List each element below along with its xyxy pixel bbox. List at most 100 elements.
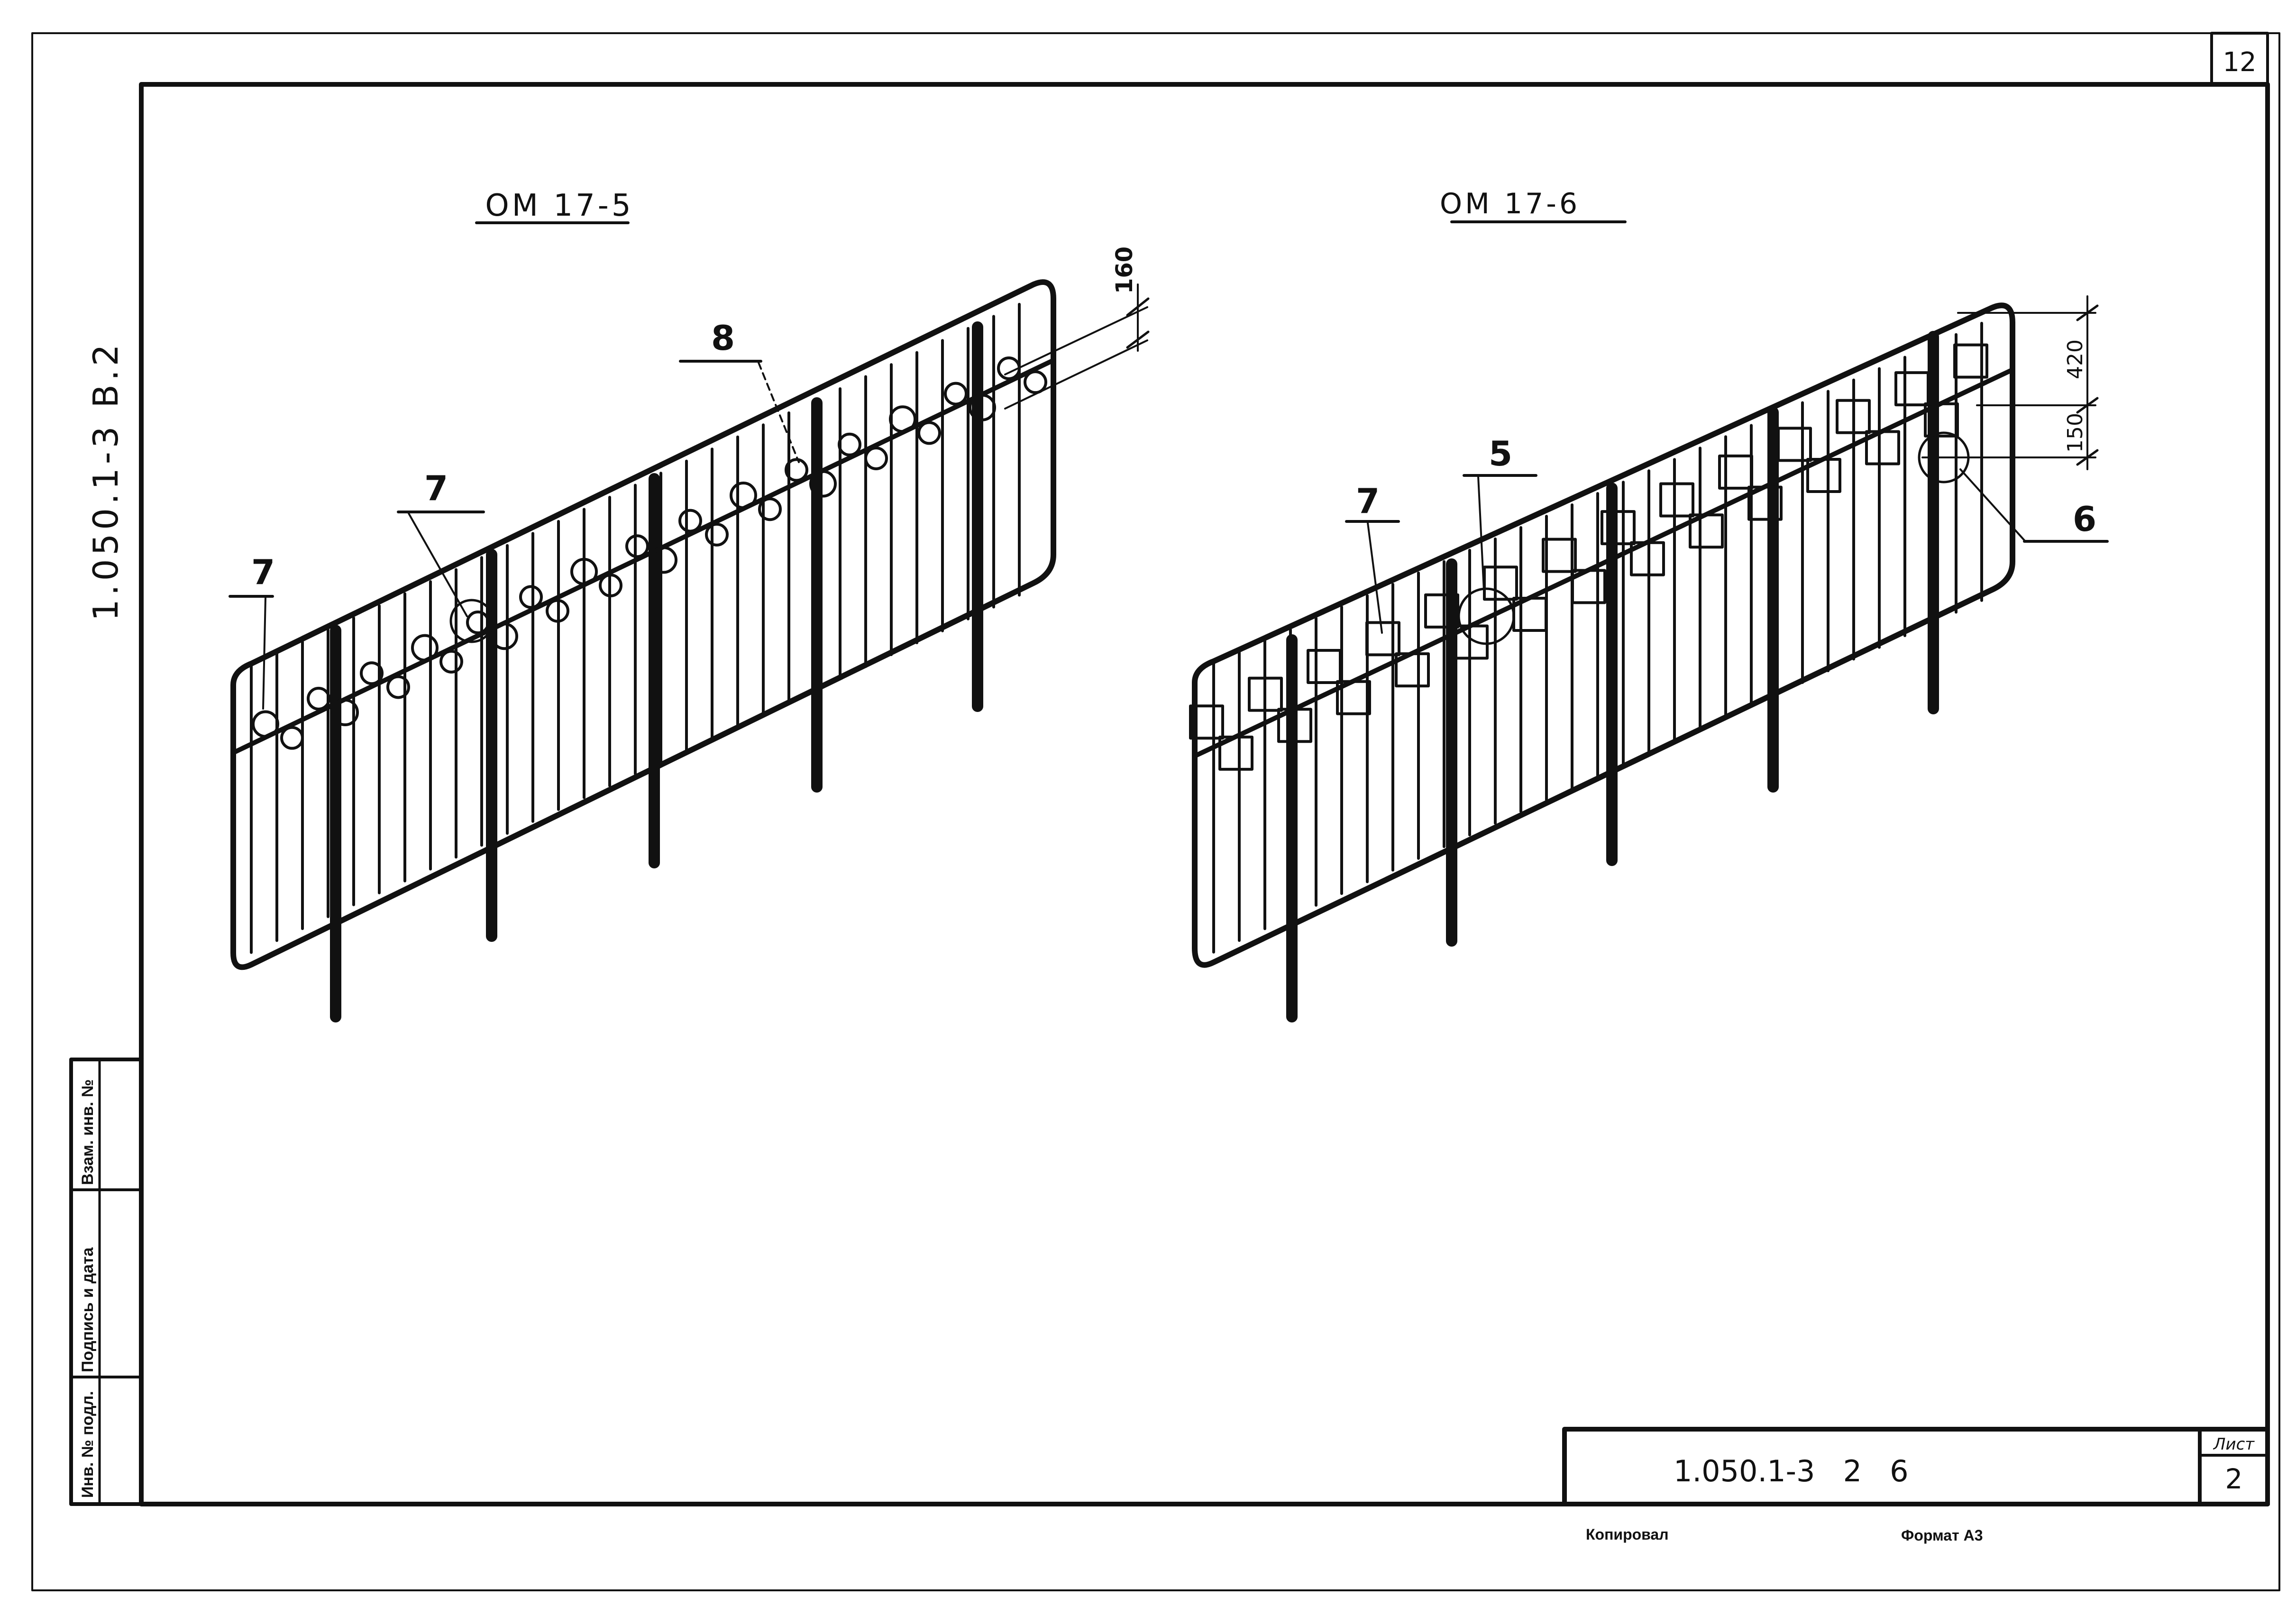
stamp-columns: Инв. № подл. Подпись и дата Взам. инв. № [69, 1058, 143, 1506]
right-square-plate [1307, 649, 1342, 684]
right-square-plate [1248, 676, 1283, 712]
left-view-title: OM 17-5 [485, 188, 633, 223]
footer-copied: Копировал [1586, 1526, 1669, 1543]
left-ring [570, 557, 598, 585]
right-square-plates [1189, 343, 1988, 771]
right-square-plate [1953, 343, 1988, 379]
right-callout-5-leader [1477, 475, 1485, 591]
corner-number-box: 12 [2210, 32, 2269, 86]
left-ring [546, 599, 569, 623]
left-ring [969, 393, 996, 421]
right-square-plate [1424, 593, 1459, 629]
left-ring [252, 710, 279, 738]
left-ring [519, 585, 543, 609]
left-callout-8: 8 [711, 318, 735, 358]
right-square-plate [1454, 624, 1489, 660]
inner-frame [139, 82, 2270, 1506]
left-ring [625, 534, 649, 558]
right-view-title: OM 17-6 [1440, 187, 1580, 220]
right-callout-7: 7 [1356, 481, 1380, 521]
left-ring [1024, 370, 1047, 394]
left-view: OM 17-5 7 7 8 160 [229, 188, 1150, 1022]
right-vertical-bars [1212, 321, 1983, 954]
right-square-plate [1865, 430, 1900, 465]
right-square-plate [1777, 427, 1812, 462]
stamp-label-inv: Инв. № подл. [79, 1391, 97, 1498]
left-dimension-160: 160 [1004, 246, 1150, 410]
left-ring [889, 405, 916, 433]
left-ring [864, 447, 888, 471]
right-callout-circle-5 [1457, 587, 1515, 645]
left-ring [917, 421, 941, 445]
left-panel-outline [230, 279, 1056, 970]
left-callout-7b: 7 [424, 468, 448, 508]
right-square-plate [1571, 569, 1606, 604]
left-ring [360, 661, 384, 685]
left-ring [838, 432, 861, 456]
right-square-plate [1218, 735, 1253, 771]
left-ring [705, 522, 729, 547]
left-ring [280, 726, 304, 750]
right-view: OM 17-6 7 5 6 420 150 [1189, 187, 2109, 1022]
right-callout-5: 5 [1489, 434, 1512, 474]
right-square-plate [1601, 510, 1636, 546]
left-top-rail [231, 358, 1056, 755]
right-dimensions: 420 150 [1921, 295, 2099, 470]
right-square-plate [1747, 485, 1783, 521]
left-ring [466, 611, 490, 635]
left-ring [491, 622, 518, 650]
title-block: 1.050.1-3 2 6 Лист 2 [1562, 1427, 2270, 1506]
right-square-plate [1836, 399, 1871, 434]
right-panel-outline [1192, 302, 2015, 968]
right-square-plate [1483, 566, 1518, 601]
left-callout-7a-leader [262, 596, 266, 710]
right-square-plate [1277, 708, 1312, 743]
left-ring [809, 470, 837, 498]
right-callout-6: 6 [2073, 499, 2096, 539]
left-ring [331, 699, 359, 727]
right-square-plate [1542, 538, 1577, 573]
sheet-number: 2 [2225, 1463, 2243, 1495]
left-ring [944, 382, 968, 406]
right-dimension-420: 420 [2063, 339, 2087, 379]
right-square-plate [1630, 541, 1665, 576]
outer-border [31, 32, 2280, 1591]
left-ring [411, 634, 439, 662]
left-ring [439, 649, 463, 674]
right-square-plate [1395, 652, 1430, 688]
left-vertical-bars [250, 302, 1021, 954]
right-square-plate [1365, 621, 1400, 657]
right-square-plate [1894, 371, 1930, 407]
right-square-plate [1924, 402, 1959, 438]
right-square-plate [1336, 680, 1371, 715]
left-callout-circle [449, 599, 494, 643]
left-callout-7b-leader [408, 512, 468, 617]
right-dimension-150: 150 [2063, 413, 2087, 453]
left-dimension-value: 160 [1111, 246, 1138, 294]
right-square-plate [1689, 513, 1724, 549]
sheet-label: Лист [2213, 1435, 2255, 1454]
left-ring [730, 482, 757, 510]
right-square-plate [1718, 454, 1753, 490]
left-rings [252, 356, 1047, 750]
left-ring [678, 509, 702, 533]
side-code: 1.050.1-3 B.2 [86, 340, 126, 621]
stamp-label-signature: Подпись и дата [79, 1247, 97, 1372]
left-callout-8-leader [758, 362, 800, 463]
left-ring [599, 574, 622, 598]
title-block-code: 1.050.1-3 2 6 [1674, 1454, 1909, 1488]
corner-number: 12 [2223, 47, 2256, 78]
right-square-plate [1189, 704, 1224, 740]
left-ring [386, 675, 410, 699]
left-ring [785, 458, 808, 482]
stamp-label-replacement: Взам. инв. № [79, 1079, 97, 1185]
right-top-rail [1192, 367, 2015, 758]
footer-format: Формат А3 [1901, 1527, 1983, 1544]
left-ring [758, 497, 782, 521]
right-callout-6-leader [1959, 468, 2026, 542]
left-ring [650, 546, 677, 574]
right-callout-7-leader [1367, 522, 1383, 634]
right-square-plate [1806, 458, 1841, 493]
right-square-plate [1659, 482, 1694, 518]
